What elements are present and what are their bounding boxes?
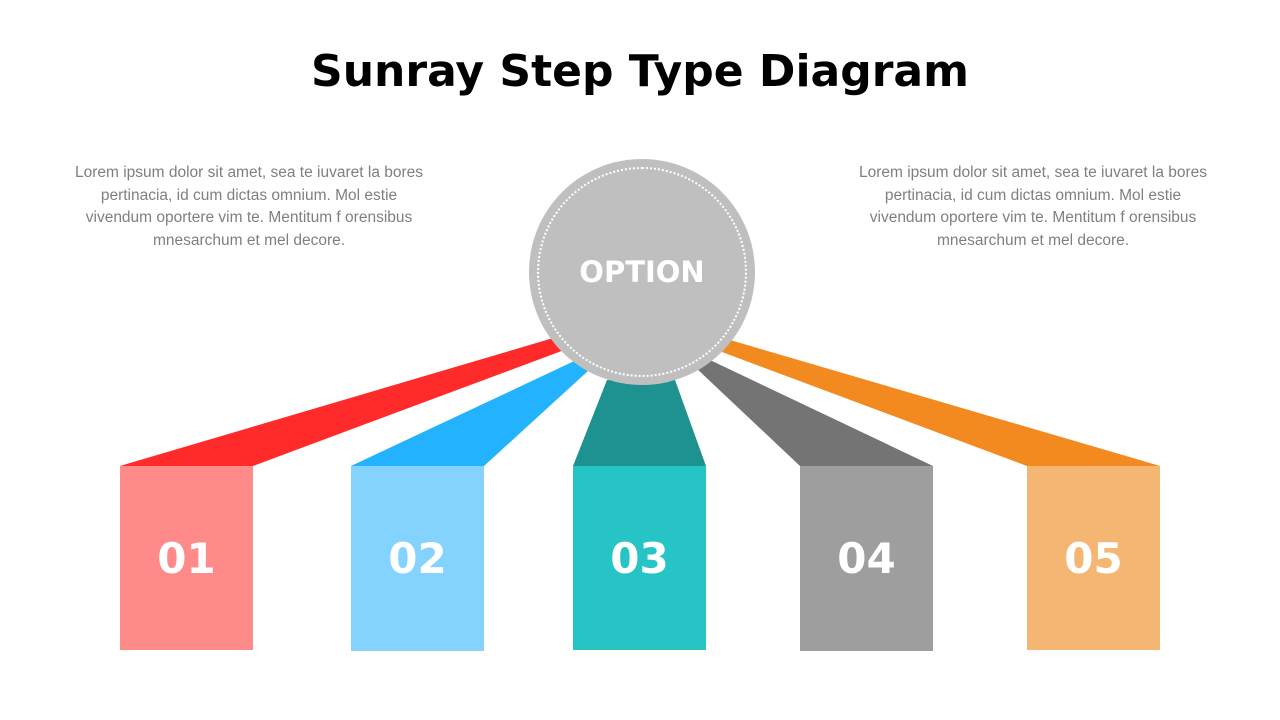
description-right: Lorem ipsum dolor sit amet, sea te iuvar… [858,164,1208,249]
step-box-02: 02 [351,466,484,651]
step-box-03: 03 [573,466,706,650]
step-number: 03 [610,533,669,583]
ray-05 [722,340,1160,466]
option-hub-circle: OPTION [529,159,755,385]
step-number: 01 [157,533,216,583]
step-number: 05 [1064,533,1123,583]
step-number: 04 [837,534,896,583]
step-box-04: 04 [800,466,933,651]
ray-03 [573,380,706,466]
description-left: Lorem ipsum dolor sit amet, sea te iuvar… [74,164,424,249]
ray-02 [351,356,600,466]
step-number: 02 [388,534,447,583]
page-title: Sunray Step Type Diagram [311,46,969,97]
ray-04 [695,360,933,466]
step-box-05: 05 [1027,466,1160,650]
ray-01 [120,336,575,466]
hub-dotted-ring [537,167,747,377]
step-box-01: 01 [120,466,253,650]
hub-label: OPTION [579,255,705,289]
